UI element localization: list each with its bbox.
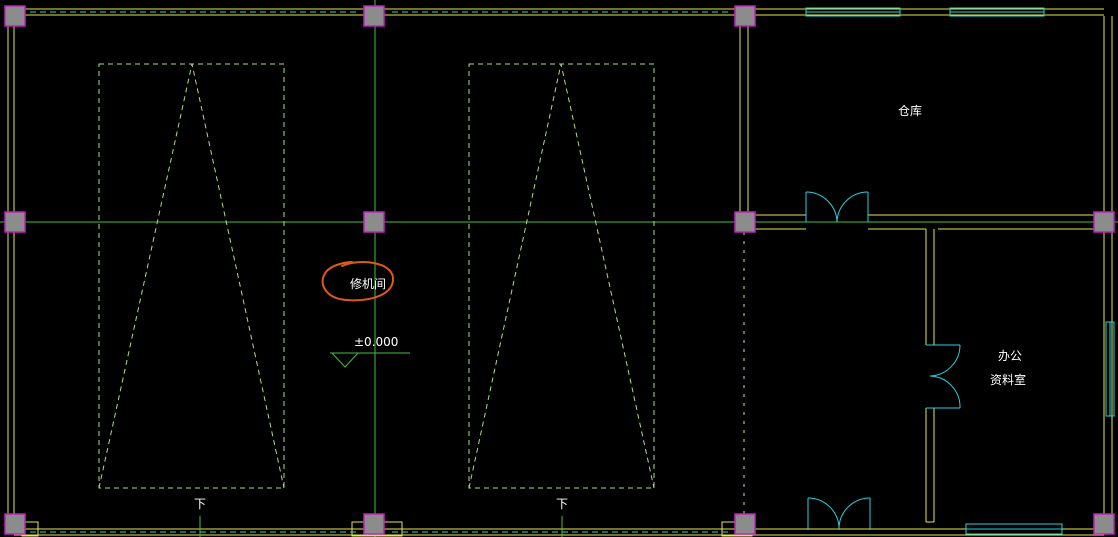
- elevation-triangle: [331, 352, 359, 368]
- doors: [805, 191, 961, 531]
- room-label-office-line1: 办公: [998, 348, 1022, 363]
- elevation-marker: ±0.000: [330, 335, 410, 368]
- column-mid-left: [4, 211, 26, 233]
- column-bottom-right-mid: [734, 513, 756, 535]
- column-bottom-right: [1093, 513, 1115, 535]
- wall-openings: [30, 11, 730, 533]
- column-mid-center: [363, 211, 385, 233]
- pit-right-ramp: [468, 63, 655, 489]
- column-top-left: [4, 5, 26, 27]
- door-warehouse-arc-right: [836, 191, 869, 223]
- column-bottom-center: [363, 513, 385, 535]
- column-mid-right: [1093, 211, 1115, 233]
- door-bottom-arc-right: [838, 497, 871, 531]
- door-office-arc-bottom: [929, 375, 961, 409]
- columns: [4, 5, 1115, 535]
- windows: [805, 7, 1115, 535]
- door-warehouse-arc-left: [805, 191, 838, 223]
- column-bottom-left: [4, 513, 26, 535]
- room-label-repair: 修机间: [350, 276, 386, 291]
- down-label-right: 下: [556, 497, 568, 511]
- down-arrows: [199, 516, 563, 537]
- repair-pits: [98, 63, 655, 489]
- pit-left-ramp: [98, 63, 285, 489]
- door-bottom-arc-left: [807, 497, 840, 531]
- column-mid-right-mid: [734, 211, 756, 233]
- room-label-office-line2: 资料室: [990, 372, 1026, 387]
- room-label-warehouse: 仓库: [898, 103, 922, 118]
- column-top-center: [363, 5, 385, 27]
- down-label-left: 下: [194, 497, 206, 511]
- elevation-label: ±0.000: [354, 335, 398, 349]
- column-top-right-mid: [734, 5, 756, 27]
- door-office-arc-top: [929, 344, 961, 377]
- markup-circle: [321, 261, 395, 302]
